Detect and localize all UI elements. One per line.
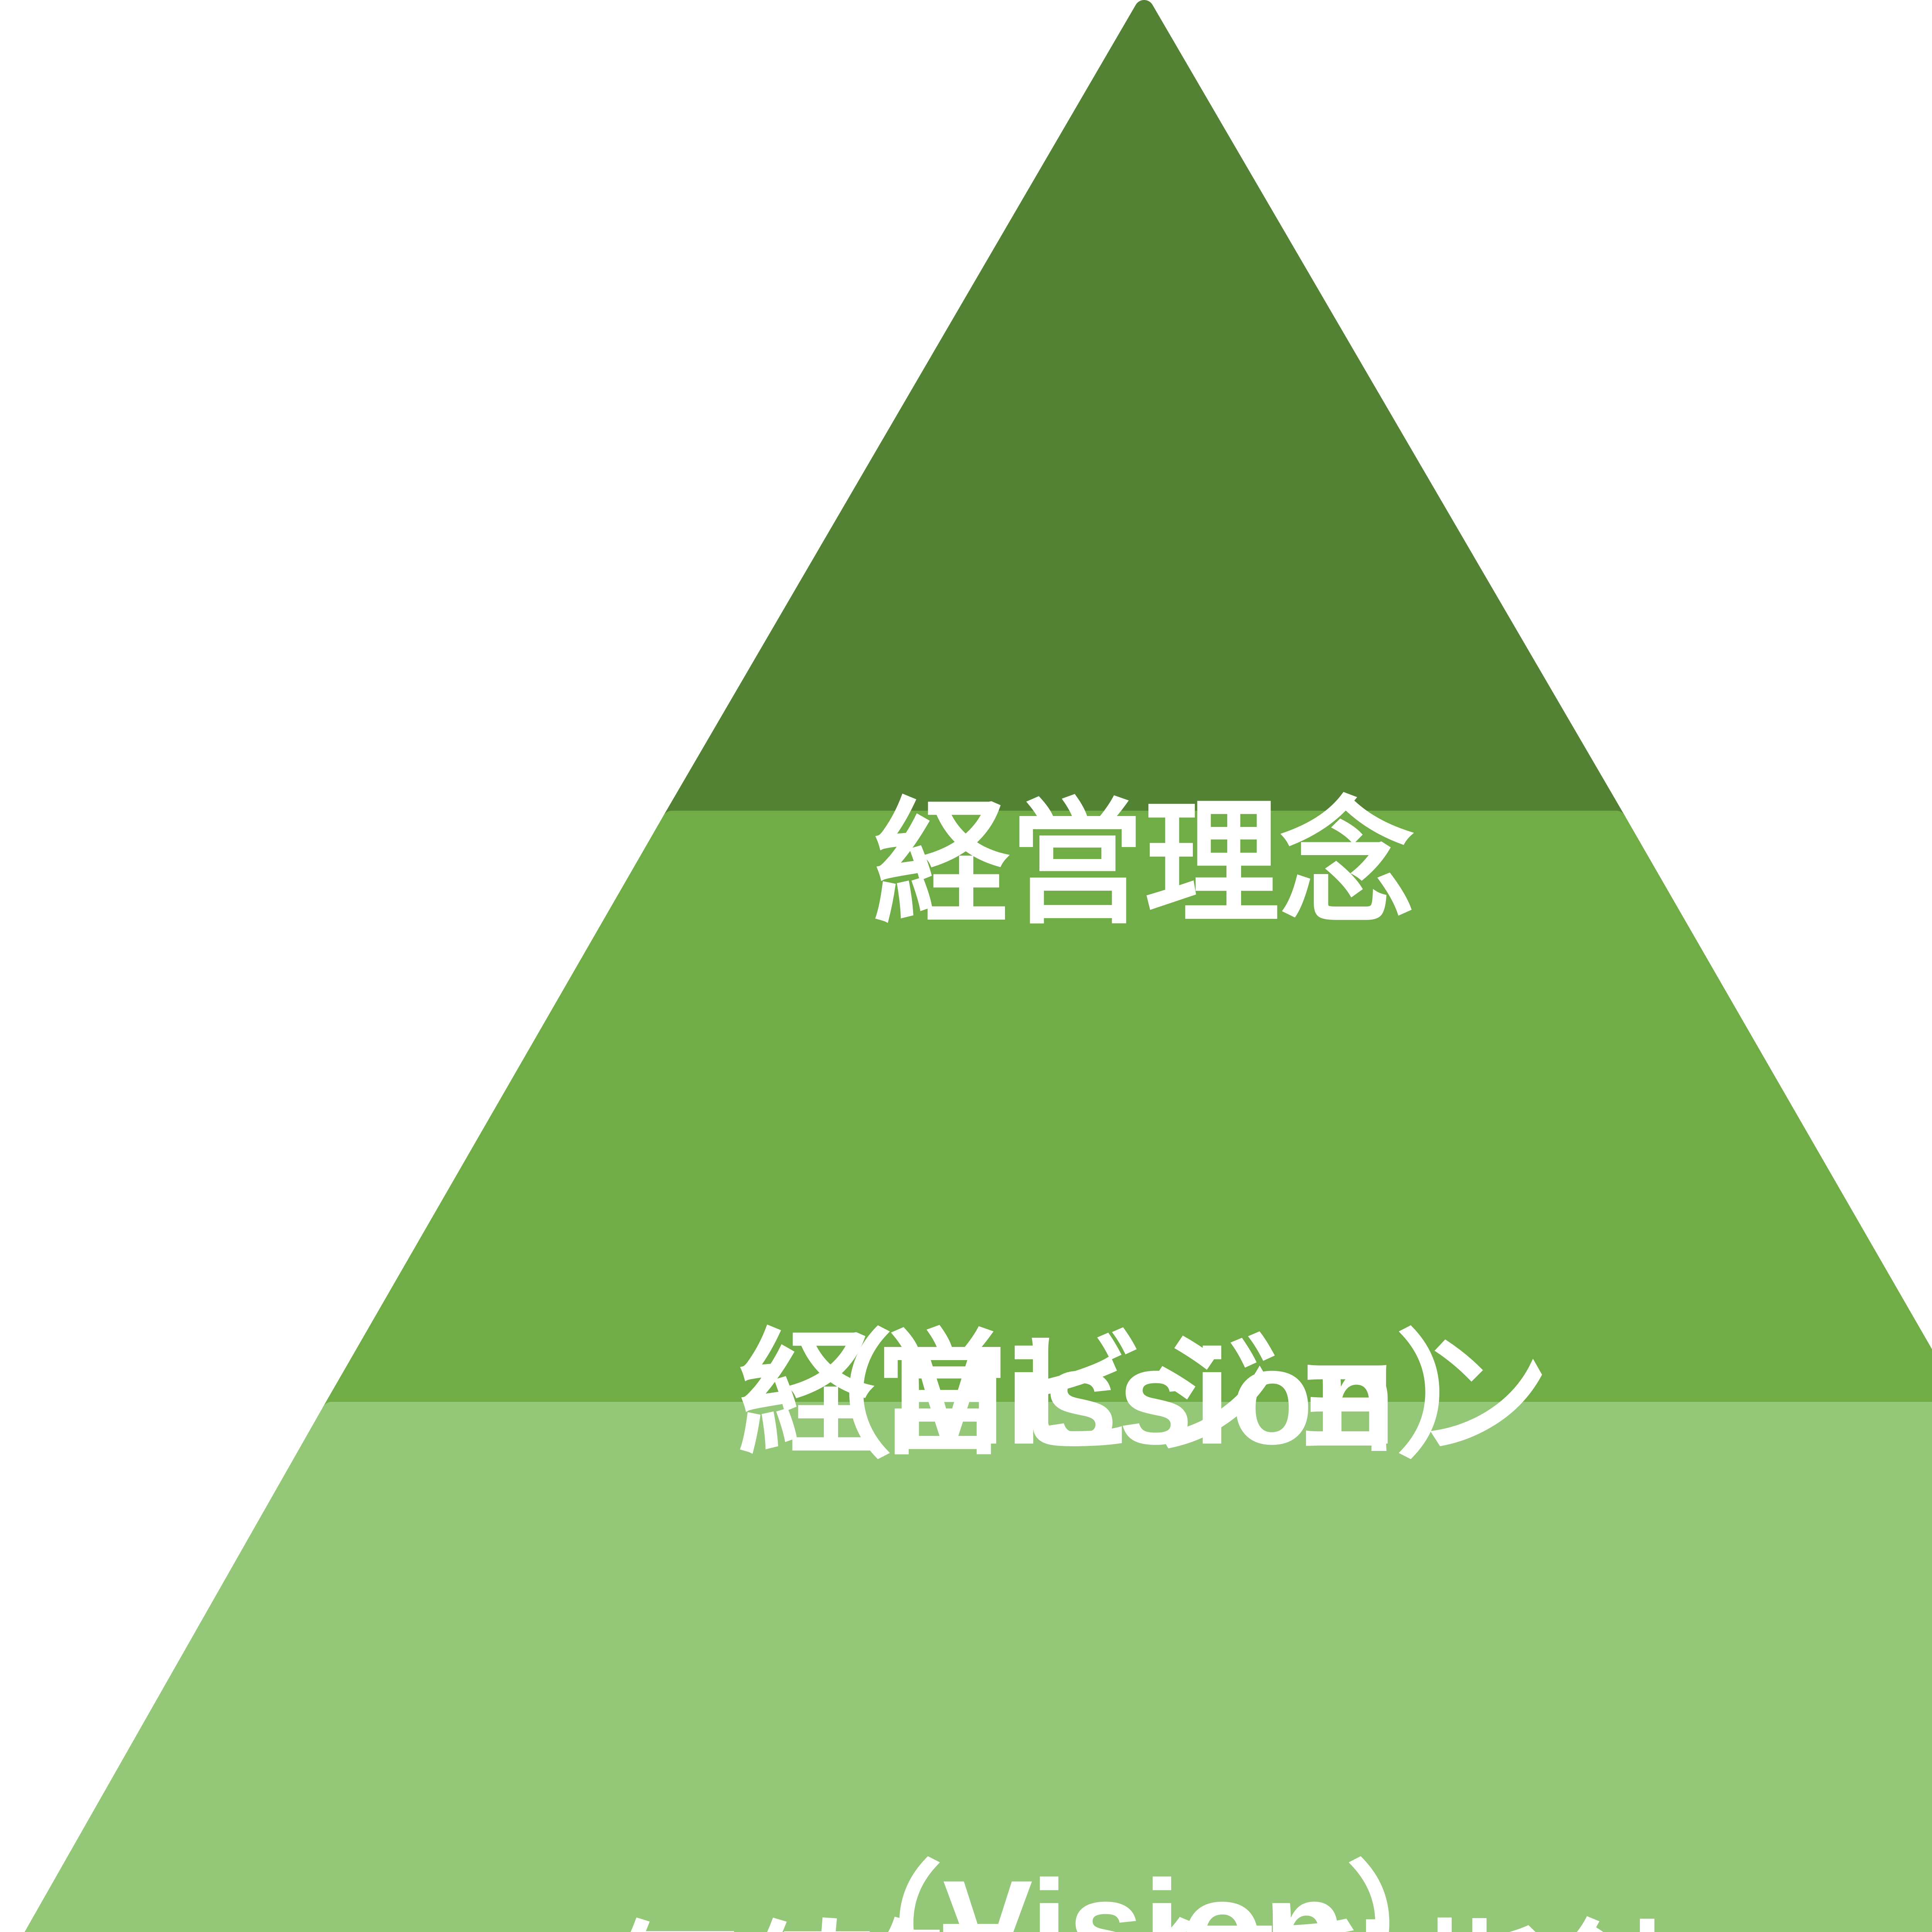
- tier-vision-shape: [322, 811, 1932, 1421]
- tier-vision-title-ja: 経営ビジョン: [738, 1319, 1550, 1470]
- tier-mission-title-en: （Mission）: [757, 1321, 1531, 1473]
- tier-values-label: 価値観、行動指針 （Values）: [0, 1543, 1932, 1932]
- tier-vision-title-en: （Vision）: [807, 1852, 1481, 1932]
- tier-values-shape: [24, 1402, 1932, 1932]
- tier-values-title-ja: 価値観、行動指針: [0, 1898, 1932, 1932]
- tier-mission-label: 経営理念 （Mission）: [0, 420, 1932, 1842]
- tier-vision-label: 経営ビジョン （Vision）: [0, 951, 1932, 1932]
- tier-mission-title-ja: 経営理念: [874, 788, 1415, 939]
